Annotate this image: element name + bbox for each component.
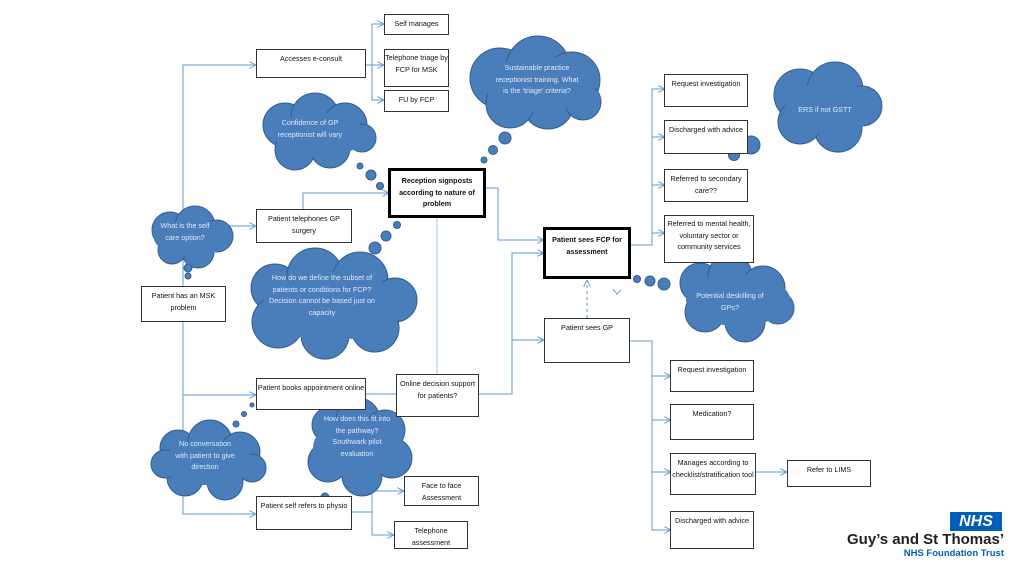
cloud-define-subset <box>250 247 418 360</box>
cloud-ers <box>773 61 883 153</box>
reception-signposts-box: Reception signposts according to nature … <box>388 168 486 218</box>
connector-econsult-to-fu <box>371 65 383 100</box>
self-manages-box: Self manages <box>384 14 449 35</box>
online-decision-support-box: Online decision support for patients? <box>396 374 479 417</box>
request-investigation-top-box: Request investigation <box>664 74 748 107</box>
connector-fcp-to-request <box>630 89 664 246</box>
cloud-confidence <box>262 92 377 171</box>
thought-self-care: What is the self care option? <box>160 221 210 242</box>
cloud-bubble <box>480 156 488 164</box>
cloud-how-fit <box>307 397 413 497</box>
cloud-self-care <box>151 205 234 269</box>
cloud-bubble <box>368 241 382 255</box>
cloud-bubble <box>393 221 401 229</box>
connector-selfrefer-to-telephone <box>371 512 393 535</box>
connector-gp-to-request <box>630 340 670 530</box>
thought-sustainable-practice: Sustainable practice receptionist traini… <box>495 63 579 95</box>
thought-no-conversation: No conversation with patient to give dir… <box>175 439 235 471</box>
cloud-bubble <box>365 169 377 181</box>
nhs-logo-badge: NHS <box>950 512 1002 531</box>
connector-online-to-fcp <box>479 253 543 395</box>
medication-box: Medication? <box>670 404 754 440</box>
fu-by-fcp-box: FU by FCP <box>384 90 449 112</box>
cloud-bubble <box>249 402 255 408</box>
cloud-bubble <box>498 131 512 145</box>
cloud-no-conversation <box>150 419 267 501</box>
thought-clouds <box>150 35 883 502</box>
manages-checklist-box: Manages according to checklist/stratific… <box>670 453 756 495</box>
patient-sees-fcp-box: Patient sees FCP for assessment <box>543 227 631 279</box>
thought-confidence: Confidence of GP receptionist will vary <box>277 118 343 139</box>
cloud-deskilling <box>679 253 795 343</box>
cloud-bubble <box>183 263 193 273</box>
accesses-econsult-box: Accesses e-consult <box>256 49 366 78</box>
cloud-bubble <box>380 230 392 242</box>
thought-how-fit: How does this fit into the pathway? Sout… <box>323 414 391 458</box>
connector-econsult-to-selfmanages <box>366 24 383 66</box>
telephone-triage-box: Telephone triage by FCP for MSK <box>384 49 449 87</box>
patient-books-online-box: Patient books appointment online <box>256 378 366 410</box>
cloud-bubble <box>633 275 641 283</box>
cloud-sustainable-practice <box>469 35 602 130</box>
telephone-assessment-box: Telephone assessment <box>394 521 468 549</box>
cloud-bubble <box>488 145 498 155</box>
discharged-advice-top-box: Discharged with advice <box>664 120 748 154</box>
discharged-advice-bottom-box: Discharged with advice <box>670 511 754 549</box>
thought-define-subset: How do we define the subset of patients … <box>269 273 375 317</box>
cloud-bubble <box>232 420 240 428</box>
patient-sees-gp-box: Patient sees GP <box>544 318 630 363</box>
cloud-bubble <box>241 411 247 417</box>
cloud-bubble <box>644 275 656 287</box>
cloud-bubble <box>356 162 364 170</box>
connector-selfrefer-to-facetoface <box>352 491 403 513</box>
thought-deskilling: Potential deskilling of GPs? <box>696 291 764 312</box>
cloud-bubble <box>657 277 671 291</box>
connector-telephones-to-reception <box>302 193 388 210</box>
organisation-name: Guy’s and St Thomas’ <box>847 531 1004 548</box>
face-to-face-box: Face to face Assessment <box>404 476 479 506</box>
patient-has-msk-box: Patient has an MSK problem <box>141 286 226 322</box>
patient-telephones-box: Patient telephones GP surgery <box>256 209 352 243</box>
patient-self-refers-box: Patient self refers to physio <box>256 496 352 530</box>
request-investigation-bottom-box: Request investigation <box>670 360 754 392</box>
cloud-bubble <box>376 182 384 190</box>
referred-mental-health-box: Referred to mental health, voluntary sec… <box>664 215 754 263</box>
cloud-bubble <box>184 272 192 280</box>
referred-secondary-box: Referred to secondary care?? <box>664 169 748 202</box>
refer-to-lims-box: Refer to LIMS <box>787 460 871 487</box>
thought-ers: ERS if not GSTT <box>798 105 852 114</box>
connector-msk-to-books <box>182 322 255 395</box>
organisation-subtitle: NHS Foundation Trust <box>903 548 1004 559</box>
connectors <box>182 24 786 535</box>
connector-reception-to-fcp <box>486 187 543 240</box>
